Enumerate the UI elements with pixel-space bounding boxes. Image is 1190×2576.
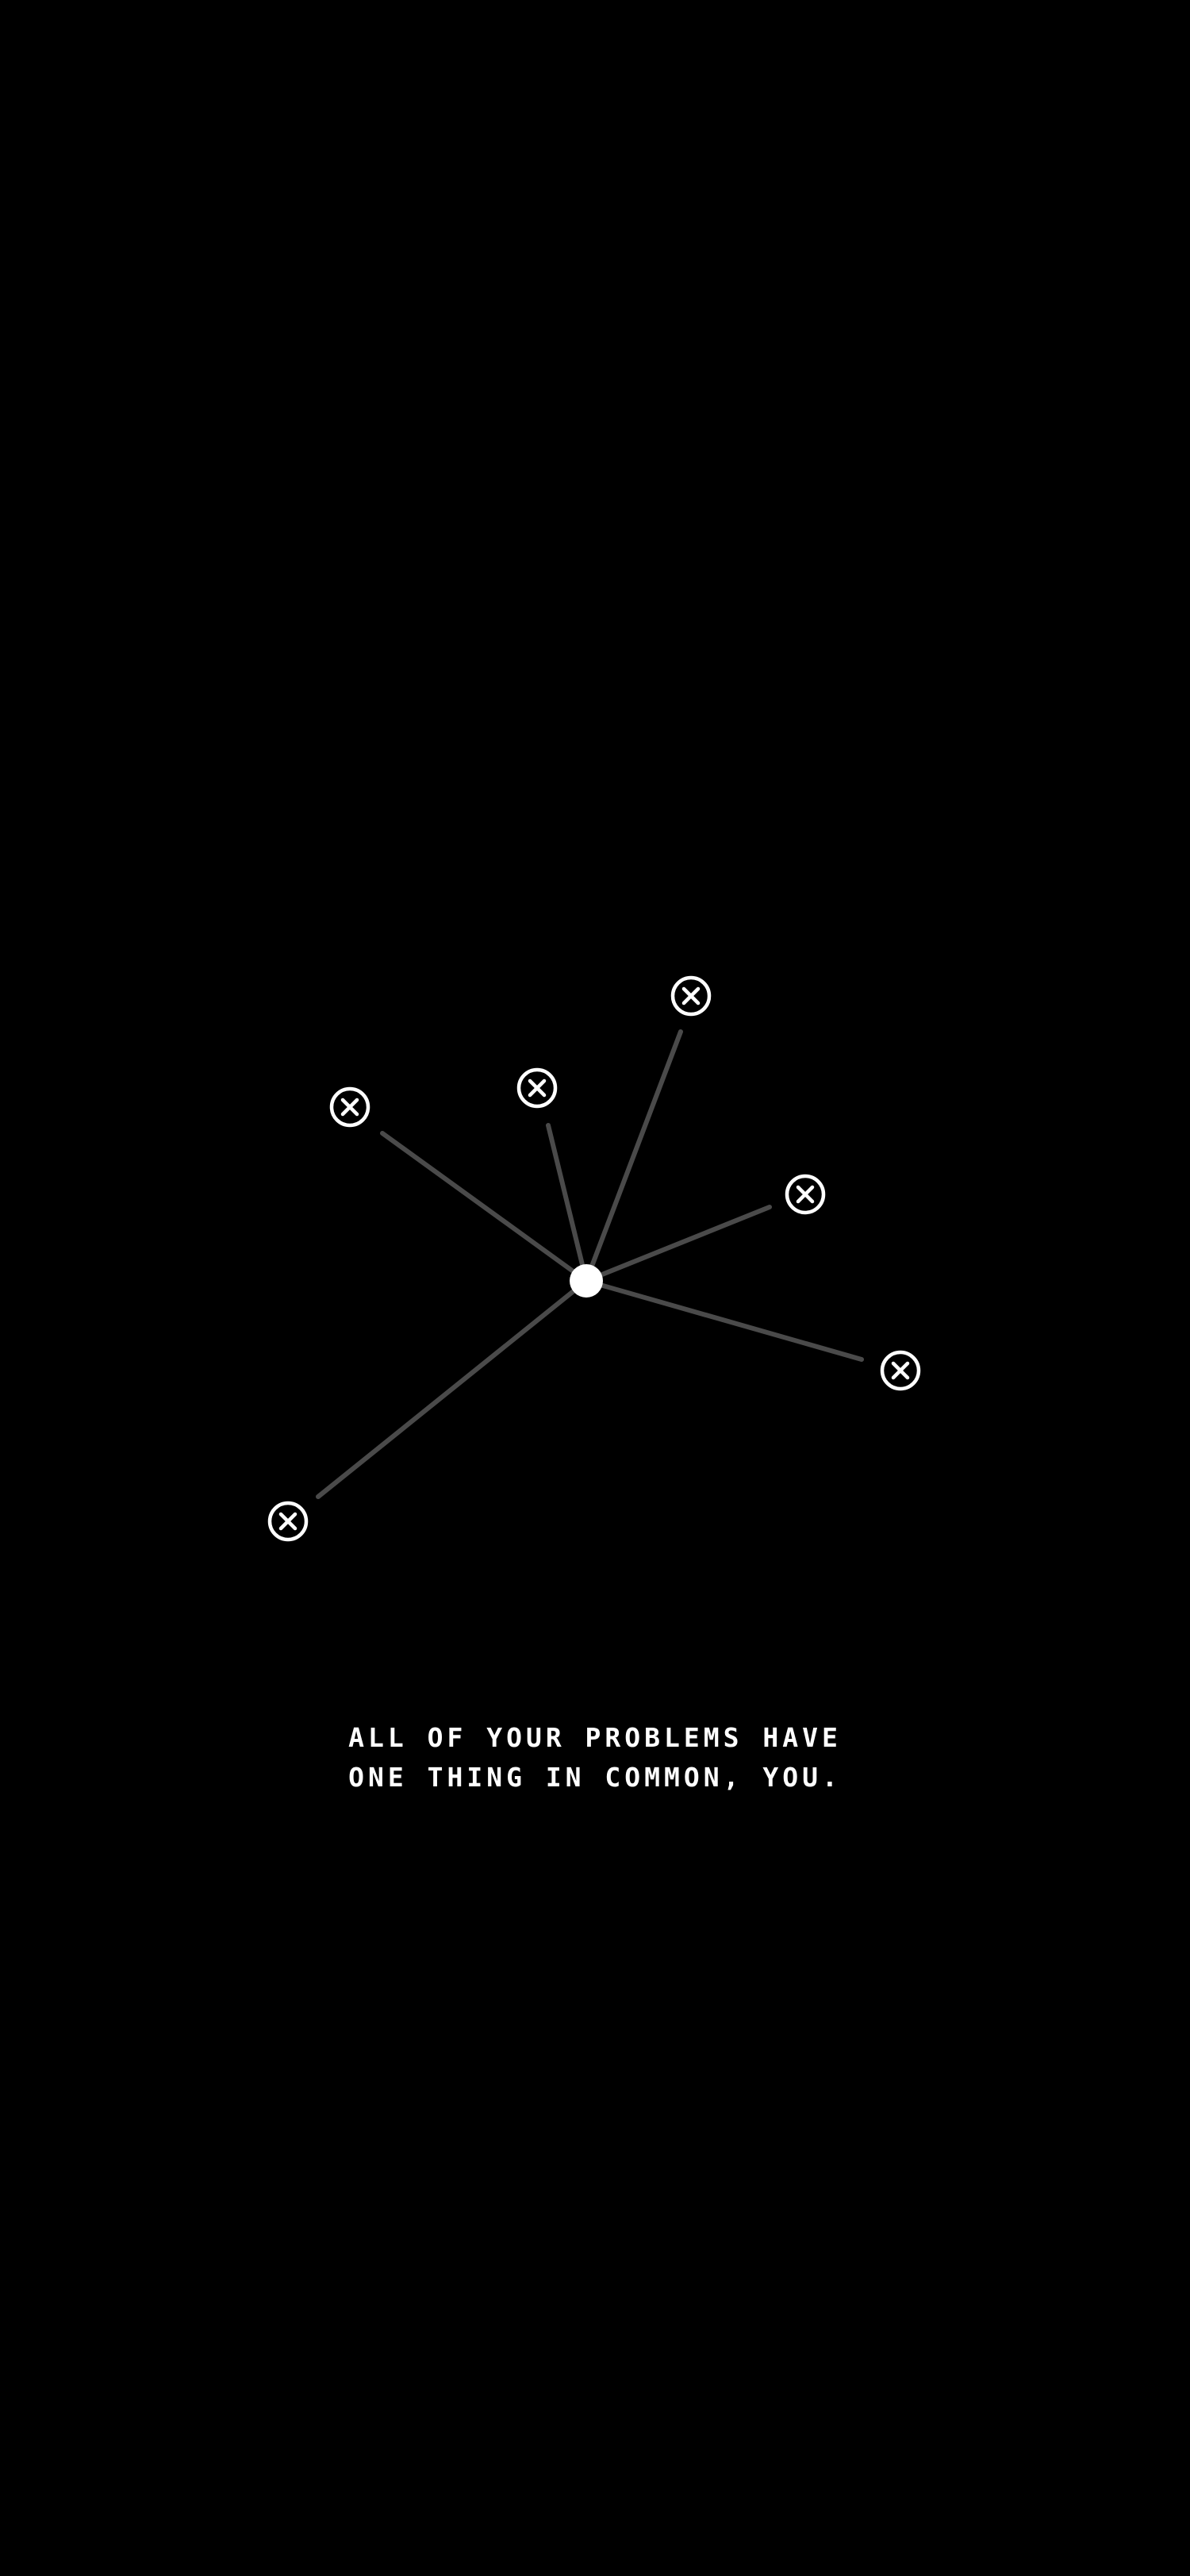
connector-lines bbox=[316, 1029, 864, 1499]
circled-x-icon bbox=[267, 1501, 309, 1542]
circled-x-icon bbox=[880, 1350, 921, 1391]
connector-line bbox=[546, 1123, 589, 1283]
circled-x-icon bbox=[670, 975, 712, 1017]
circled-x-icon bbox=[785, 1174, 826, 1215]
quote-caption: ALL OF YOUR PROBLEMS HAVE ONE THING IN C… bbox=[0, 1718, 1190, 1797]
connector-line bbox=[380, 1131, 589, 1283]
connector-line bbox=[316, 1278, 589, 1499]
circled-x-icon bbox=[516, 1067, 558, 1109]
connector-line bbox=[584, 1029, 683, 1283]
circled-x-icon bbox=[329, 1086, 370, 1128]
quote-line-1: ALL OF YOUR PROBLEMS HAVE bbox=[348, 1722, 842, 1753]
connector-line bbox=[584, 1205, 772, 1283]
quote-line-2: ONE THING IN COMMON, YOU. bbox=[348, 1762, 842, 1793]
center-dot bbox=[570, 1264, 603, 1298]
connector-line bbox=[584, 1278, 864, 1362]
